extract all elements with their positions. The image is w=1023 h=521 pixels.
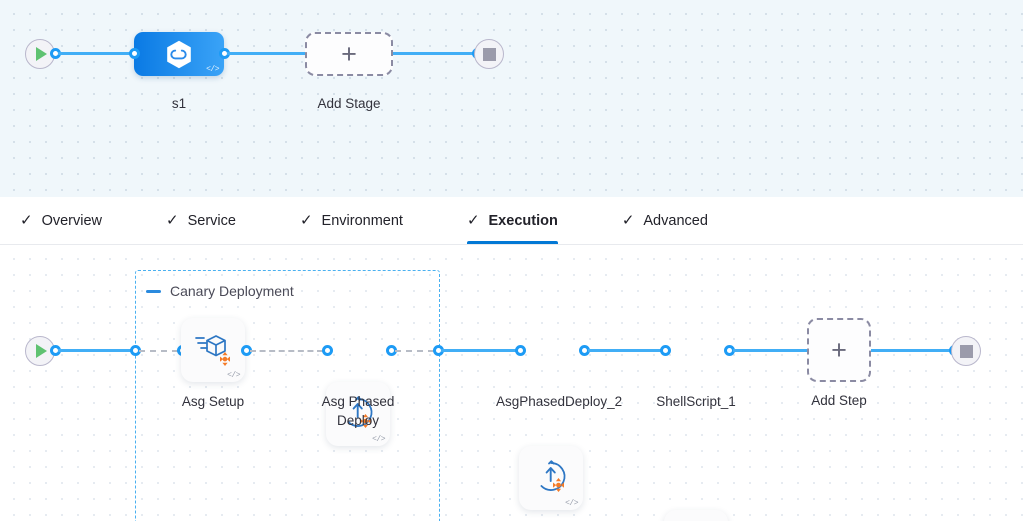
- stop-icon: [482, 47, 496, 61]
- tab-overview[interactable]: ✓ Overview: [20, 197, 120, 244]
- tab-execution[interactable]: ✓ Execution: [466, 197, 576, 244]
- tab-advanced-label: Advanced: [643, 212, 708, 229]
- step-node-asgphaseddeploy2[interactable]: </>: [519, 446, 583, 510]
- step-label-asg-setup: Asg Setup: [181, 394, 245, 409]
- stage-node-s1[interactable]: </>: [134, 32, 224, 76]
- asg-deploy-icon: [347, 396, 373, 428]
- connector-shellscript1-to-add-step: [733, 349, 808, 352]
- step-node-asg-setup[interactable]: </>: [181, 318, 245, 382]
- step-group-label: Canary Deployment: [170, 283, 294, 299]
- connector-asg-phased-deploy-to-group-exit: [395, 350, 434, 352]
- step-group-canary-deployment[interactable]: [135, 270, 440, 521]
- play-icon: [36, 47, 47, 61]
- connector-asgphaseddeploy2-to-shellscript1: [588, 349, 661, 352]
- step-group-header: Canary Deployment: [146, 283, 294, 299]
- asg-phased-deploy-input-port[interactable]: [322, 345, 333, 356]
- check-icon: ✓: [466, 212, 480, 229]
- tab-environment[interactable]: ✓ Environment: [300, 197, 421, 244]
- check-icon: ✓: [621, 212, 635, 229]
- asg-setup-icon: [195, 335, 230, 366]
- add-step-label: Add Step: [811, 393, 867, 408]
- stage-tab-bar: ✓ Overview ✓ Service ✓ Environment ✓ Exe…: [0, 197, 1023, 245]
- tab-overview-label: Overview: [41, 212, 103, 229]
- stop-icon: [959, 344, 973, 358]
- step-code-badge: </>: [372, 435, 385, 444]
- tab-service-label: Service: [187, 212, 236, 229]
- step-node-asg-phased-deploy[interactable]: </>: [326, 382, 390, 446]
- stage-code-badge: </>: [206, 65, 219, 74]
- add-stage-button[interactable]: +: [305, 32, 393, 76]
- tab-execution-label: Execution: [488, 212, 558, 229]
- step-label-asgphaseddeploy2: AsgPhasedDeploy_2: [496, 394, 623, 409]
- stage-canvas[interactable]: </> s1 + Add Stage: [0, 0, 1023, 197]
- connector-s1-to-add-stage: [227, 52, 307, 55]
- connector-add-stage-to-end: [393, 52, 477, 55]
- connector-start-to-s1: [58, 52, 138, 55]
- plus-icon: +: [341, 38, 357, 69]
- step-code-badge: </>: [565, 499, 578, 508]
- check-icon: ✓: [20, 212, 33, 229]
- execution-end-node[interactable]: [951, 336, 981, 366]
- execution-canvas[interactable]: Canary Deployment: [0, 245, 1023, 521]
- connector-add-step-to-end: [871, 349, 954, 352]
- asgphaseddeploy2-input-port[interactable]: [515, 345, 526, 356]
- check-icon: ✓: [299, 212, 313, 229]
- plus-icon: +: [831, 334, 847, 365]
- pipeline-end-node[interactable]: [474, 39, 504, 69]
- harness-hex-icon: [167, 40, 191, 68]
- step-code-badge: </>: [227, 371, 240, 380]
- shellscript1-input-port[interactable]: [660, 345, 671, 356]
- s1-input-port[interactable]: [129, 48, 140, 59]
- connector-group-to-asgphaseddeploy2: [441, 349, 516, 352]
- step-label-shellscript1: ShellScript_1: [656, 394, 736, 409]
- stage-label-s1: s1: [171, 96, 187, 111]
- connector-group-entry-to-asg-setup: [139, 350, 178, 352]
- connector-asg-setup-to-asg-phased-deploy: [250, 350, 323, 352]
- connector-start-to-group: [58, 349, 131, 352]
- check-icon: ✓: [166, 212, 179, 229]
- play-icon: [36, 344, 47, 358]
- step-node-shellscript1[interactable]: </>: [664, 510, 728, 521]
- minus-icon[interactable]: [146, 289, 161, 293]
- tab-environment-label: Environment: [321, 212, 403, 229]
- step-label-asg-phased-deploy: Asg Phased Deploy: [321, 394, 395, 428]
- asg-deploy-icon: [540, 460, 566, 492]
- tab-advanced[interactable]: ✓ Advanced: [622, 197, 726, 244]
- tab-service[interactable]: ✓ Service: [166, 197, 254, 244]
- add-stage-label: Add Stage: [317, 96, 381, 111]
- add-step-button[interactable]: +: [807, 318, 871, 382]
